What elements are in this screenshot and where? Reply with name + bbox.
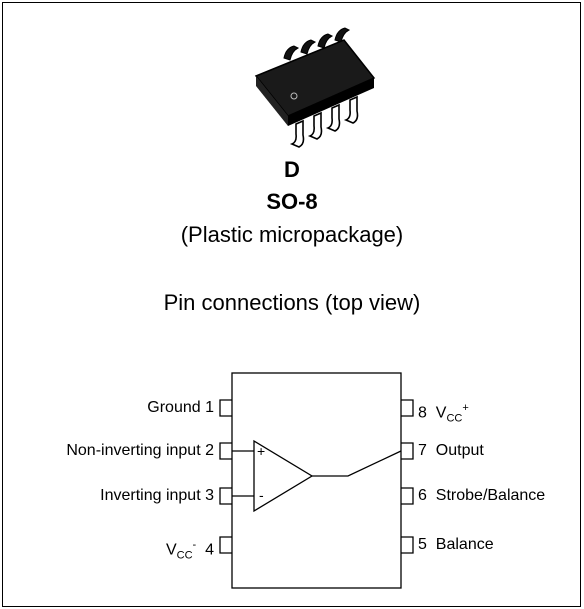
pin-8-sub: CC <box>446 412 463 425</box>
pin-2-name: Non-inverting input <box>66 442 201 459</box>
pin-1-number: 1 <box>205 399 214 416</box>
plus-sign: + <box>257 443 265 459</box>
pin-4-number: 4 <box>205 541 214 559</box>
pin-1-name: Ground <box>147 399 201 416</box>
pin-8-sup: + <box>462 402 469 414</box>
pin-5-label: 5 Balance <box>418 535 494 555</box>
pin-3-name: Inverting input <box>100 487 201 504</box>
opamp-triangle <box>253 439 314 513</box>
pin-2-number: 2 <box>205 442 214 459</box>
pin-5-number: 5 <box>418 536 427 553</box>
pin-7-number: 7 <box>418 442 427 459</box>
pin-connections-title: Pin connections (top view) <box>163 290 421 315</box>
pin-4-v: V <box>165 541 177 559</box>
minus-sign: - <box>259 487 264 503</box>
pin-7-label: 7 Output <box>418 441 484 461</box>
pin-6-name: Strobe/Balance <box>435 487 546 504</box>
pin-8-number: 8 <box>418 404 427 422</box>
pin-3-label: Inverting input 3 <box>100 486 214 506</box>
package-description: (Plastic micropackage) <box>180 222 404 247</box>
pin-1-stub <box>219 399 232 417</box>
pin-3-number: 3 <box>205 487 214 504</box>
pin-4-sub: CC <box>176 549 193 562</box>
pin-6-stub <box>401 487 414 505</box>
pin-4-stub <box>219 536 232 554</box>
package-name: SO-8 <box>266 189 318 214</box>
pin-8-label: 8 VCC+ <box>418 398 469 429</box>
pin-5-name: Balance <box>435 536 494 553</box>
pin-4-sup: - <box>192 539 197 551</box>
pin-6-label: 6 Strobe/Balance <box>418 486 545 506</box>
pin-1-label: Ground 1 <box>147 398 214 418</box>
pin-6-number: 6 <box>418 487 427 504</box>
pin-3-stub <box>219 487 232 505</box>
pin-7-name: Output <box>435 442 484 459</box>
ic-body <box>231 372 402 589</box>
pin-2-label: Non-inverting input 2 <box>66 441 214 461</box>
pin-7-stub <box>401 442 414 460</box>
pin-5-stub <box>401 536 414 554</box>
pin-8-stub <box>401 399 414 417</box>
pin-8-v: V <box>435 404 447 422</box>
pin-4-label: VCC- 4 <box>166 535 214 566</box>
pin-2-stub <box>219 442 232 460</box>
package-letter: D <box>284 157 300 182</box>
output-wire <box>312 450 402 477</box>
